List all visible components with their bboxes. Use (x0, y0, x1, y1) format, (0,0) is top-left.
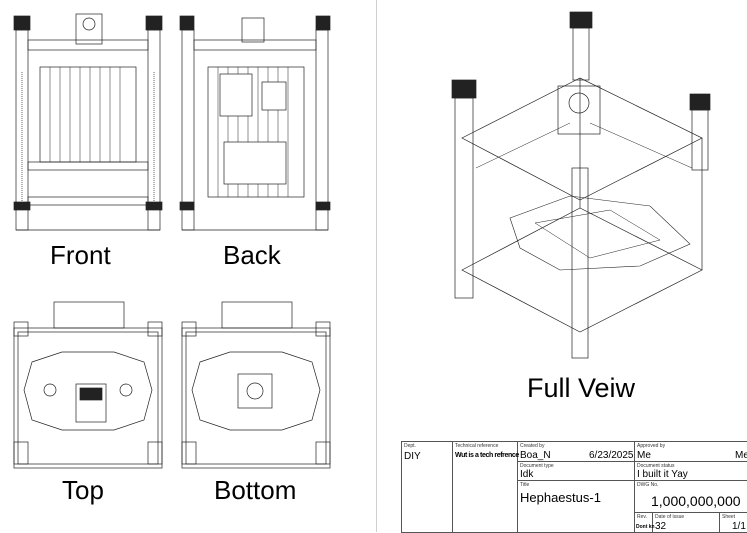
techref-caption: Technical reference (455, 443, 499, 449)
status-caption: Document status (637, 463, 675, 469)
status-value: I built it Yay (637, 469, 688, 480)
title-cell: Title Hephaestus-1 (518, 481, 635, 533)
sheet-cell: Sheet 1/1 (720, 513, 747, 533)
sheet-divider (376, 0, 377, 532)
title-caption: Title (520, 482, 530, 488)
techref-value: Wut is a tech refrence (455, 452, 519, 459)
issue-date-value: 32 (655, 521, 667, 532)
sheet-value: 1/1 (732, 521, 746, 532)
approved-by-value-2: Me (735, 450, 747, 461)
bottom-view-drawing (178, 300, 333, 472)
top-view-label: Top (62, 475, 104, 505)
created-by-value: Boa_N (520, 450, 551, 461)
dwg-cell: DWG No. 1,000,000,000 (635, 481, 747, 513)
rev-caption: Rev. (637, 514, 647, 520)
approved-caption: Approved by (637, 443, 666, 449)
full-view-drawing (440, 8, 715, 368)
created-caption: Created by (520, 443, 545, 449)
created-date-value: 6/23/2025 (589, 450, 634, 461)
drawing-title-value: Hephaestus-1 (520, 490, 601, 505)
back-view-drawing (178, 12, 333, 234)
doctype-value: Idk (520, 469, 534, 480)
dept-value: DIY (404, 451, 421, 462)
created-cell: Created by Boa_N 6/23/2025 (518, 442, 635, 462)
rev-value: Dont kn (636, 524, 655, 530)
techref-cell: Technical reference Wut is a tech refren… (453, 442, 519, 533)
doctype-cell: Document type Idk (518, 462, 635, 481)
rev-cell: Rev. Dont kn (635, 513, 655, 533)
status-cell: Document status I built it Yay (635, 462, 747, 481)
approved-cell: Approved by Me Me (635, 442, 747, 462)
top-view-drawing (10, 300, 165, 472)
front-view-drawing (10, 12, 165, 234)
bottom-view-label: Bottom (214, 475, 297, 505)
title-block: Dept. DIY Technical reference Wut is a t… (401, 441, 747, 533)
dept-caption: Dept. (404, 443, 416, 449)
approved-by-value: Me (637, 450, 651, 461)
back-view-label: Back (223, 240, 281, 270)
dept-cell: Dept. DIY (402, 442, 453, 533)
issue-date-caption: Date of issue (655, 514, 685, 520)
full-view-label: Full Veiw (527, 373, 636, 403)
doctype-caption: Document type (520, 463, 554, 469)
sheet-caption: Sheet (722, 514, 736, 520)
front-view-label: Front (50, 240, 111, 270)
dwg-number-value: 1,000,000,000 (651, 493, 741, 509)
issue-date-cell: Date of issue 32 (653, 513, 720, 533)
dwg-caption: DWG No. (637, 482, 659, 488)
